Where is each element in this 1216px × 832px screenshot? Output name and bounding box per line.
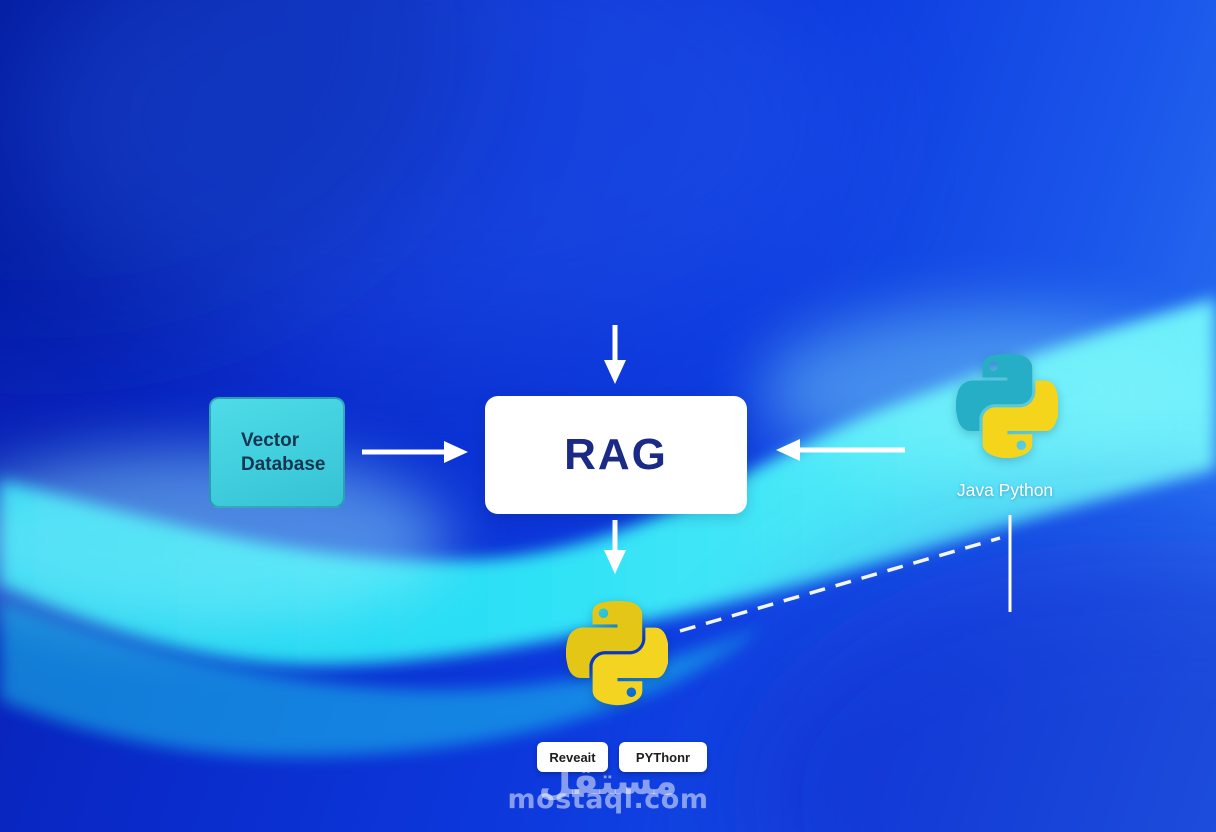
vector-database-node: Vector Database	[209, 397, 345, 508]
lower-left-wave	[0, 600, 760, 757]
java-python-label: Java Python	[956, 480, 1054, 500]
light-arc-top	[10, 0, 850, 350]
reveal-button[interactable]: Reveait	[537, 742, 608, 772]
python-icon	[956, 354, 1058, 458]
vector-database-label: Vector Database	[241, 429, 326, 475]
dark-corner-bottomright	[730, 540, 1216, 832]
rag-node: RAG	[485, 396, 747, 514]
rag-label: RAG	[564, 430, 668, 479]
python-button[interactable]: PYThonr	[619, 742, 707, 772]
python-icon	[566, 601, 668, 706]
